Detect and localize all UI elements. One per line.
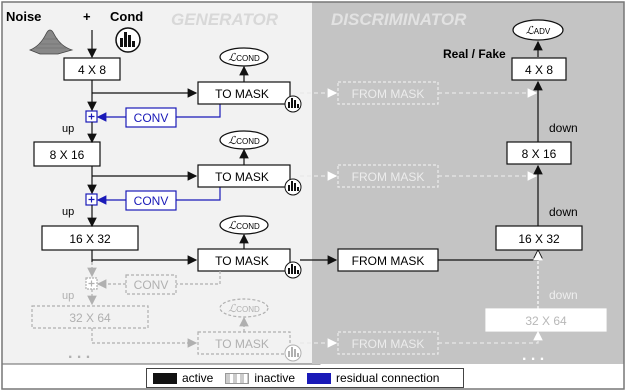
condition-bars-icon <box>115 27 141 53</box>
mask-bars-icon-2 <box>284 178 302 196</box>
residual-swatch <box>307 372 332 384</box>
residual-add-icon-1 <box>85 110 98 123</box>
svg-text:ℒCOND: ℒCOND <box>228 135 260 147</box>
conv-label-1: CONV <box>134 111 169 125</box>
discriminator-title: DISCRIMINATOR <box>331 10 467 29</box>
real-fake-label: Real / Fake <box>443 47 506 61</box>
legend-active: active <box>153 371 213 385</box>
down-label-2: down <box>549 205 578 219</box>
up-label-2: up <box>62 206 74 218</box>
svg-text:ℒADV: ℒADV <box>526 25 551 37</box>
legend-residual-label: residual connection <box>336 371 440 385</box>
mask-bars-icon-4 <box>284 344 302 362</box>
conv-label-3: CONV <box>134 278 169 292</box>
legend-residual: residual connection <box>307 371 439 385</box>
generator-title: GENERATOR <box>171 10 279 29</box>
disc-block-16x32 <box>495 225 583 251</box>
from-mask-label-4: FROM MASK <box>352 337 425 351</box>
to-mask-label-2: TO MASK <box>215 170 269 184</box>
gen-block-8x16 <box>33 141 101 167</box>
legend-inactive: inactive <box>225 371 295 385</box>
gen-block-16x32-label: 16 X 32 <box>69 232 111 246</box>
adversarial-loss: ℒADV <box>512 19 564 41</box>
gen-block-32x64-label: 32 X 64 <box>69 311 111 325</box>
gen-block-8x16-label: 8 X 16 <box>50 148 85 162</box>
down-label-3: down <box>549 288 578 302</box>
cond-label: Cond <box>110 9 143 24</box>
residual-add-icon-2 <box>85 193 98 206</box>
disc-block-16x32-label: 16 X 32 <box>518 232 560 246</box>
gen-block-16x32 <box>41 225 139 251</box>
disc-block-8x16 <box>506 141 572 165</box>
to-mask-label-4: TO MASK <box>215 337 269 351</box>
disc-block-32x64-label: 32 X 64 <box>525 314 567 328</box>
from-mask-label-2: FROM MASK <box>352 170 425 184</box>
from-mask-label-1: FROM MASK <box>352 87 425 101</box>
legend-inactive-label: inactive <box>254 371 296 385</box>
to-mask-label-3: TO MASK <box>215 254 269 268</box>
gen-ellipsis: . . . <box>68 345 90 362</box>
discriminator-panel <box>312 2 624 364</box>
down-label-1: down <box>549 121 578 135</box>
mask-bars-icon-1 <box>284 95 302 113</box>
noise-icon <box>28 29 74 55</box>
mask-bars-icon-3 <box>284 261 302 279</box>
up-label-3: up <box>62 290 74 302</box>
up-label-1: up <box>62 123 74 135</box>
noise-label: Noise <box>6 9 41 24</box>
residual-add-icon-3 <box>85 277 98 290</box>
plus-label: + <box>83 9 91 24</box>
svg-text:ℒCOND: ℒCOND <box>228 303 260 315</box>
disc-block-8x16-label: 8 X 16 <box>522 147 557 161</box>
to-mask-label-1: TO MASK <box>215 87 269 101</box>
disc-block-4x8 <box>511 57 567 81</box>
from-mask-label-3: FROM MASK <box>352 254 425 268</box>
gen-block-32x64 <box>31 305 149 329</box>
legend: active inactive residual connection <box>146 368 464 388</box>
svg-text:ℒCOND: ℒCOND <box>228 220 260 232</box>
conv-block-3 <box>125 274 177 295</box>
conv-label-2: CONV <box>134 194 169 208</box>
legend-active-label: active <box>182 371 214 385</box>
inactive-swatch <box>225 372 250 384</box>
disc-block-32x64 <box>485 308 607 332</box>
active-swatch <box>153 372 177 384</box>
svg-text:ℒCOND: ℒCOND <box>228 52 260 64</box>
disc-ellipsis: . . . <box>522 347 544 364</box>
gen-block-4x8-label: 4 X 8 <box>78 63 106 77</box>
disc-block-4x8-label: 4 X 8 <box>525 63 553 77</box>
